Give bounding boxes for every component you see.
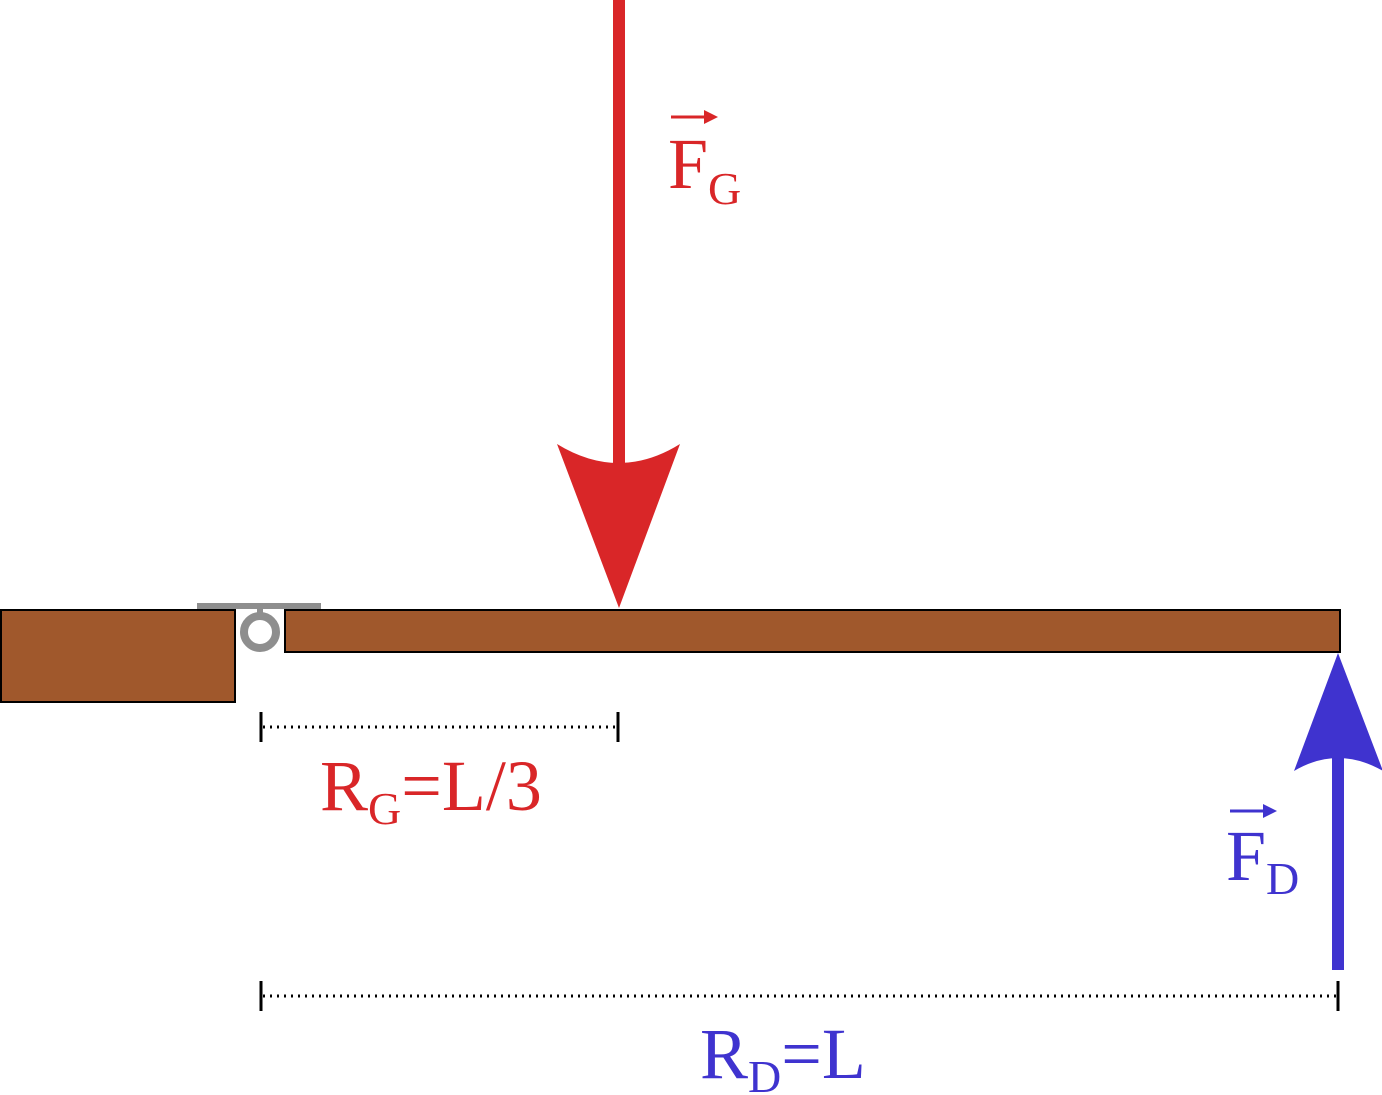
radius-door-label: RD=L: [700, 1014, 866, 1095]
door-arrow-shaft: [1332, 730, 1344, 970]
label-subscript: G: [368, 783, 401, 834]
label-symbol: F: [1226, 816, 1266, 896]
vector-arrow-head: [1263, 804, 1277, 818]
gravity-arrow-shaft: [613, 0, 625, 480]
label-expression: =L/3: [401, 746, 542, 826]
gravity-arrow-head: [557, 444, 680, 608]
hinge-icon: [197, 603, 321, 652]
label-subscript: D: [1266, 853, 1299, 904]
radius-gravity-label: RG=L/3: [320, 746, 542, 834]
label-subscript: D: [748, 1051, 781, 1095]
svg-text:FD: FD: [1226, 816, 1299, 904]
gravity-force-label: FG: [668, 110, 741, 214]
label-symbol: R: [320, 746, 368, 826]
svg-text:FG: FG: [668, 124, 741, 214]
door-force-arrow: [1294, 653, 1382, 970]
hinge-pin: [240, 612, 280, 652]
door-beam: [284, 609, 1341, 653]
wall-block: [0, 609, 236, 703]
door-force-label: FD: [1226, 804, 1299, 904]
radius-door-dimension: [259, 981, 1340, 1011]
door-arrow-head: [1294, 653, 1382, 771]
label-symbol: R: [700, 1014, 748, 1094]
label-expression: =L: [781, 1014, 866, 1094]
gravity-force-arrow: [557, 0, 680, 608]
vector-arrow-head: [704, 110, 718, 124]
radius-gravity-dimension: [259, 712, 620, 742]
label-symbol: F: [668, 124, 708, 204]
label-subscript: G: [708, 163, 741, 214]
